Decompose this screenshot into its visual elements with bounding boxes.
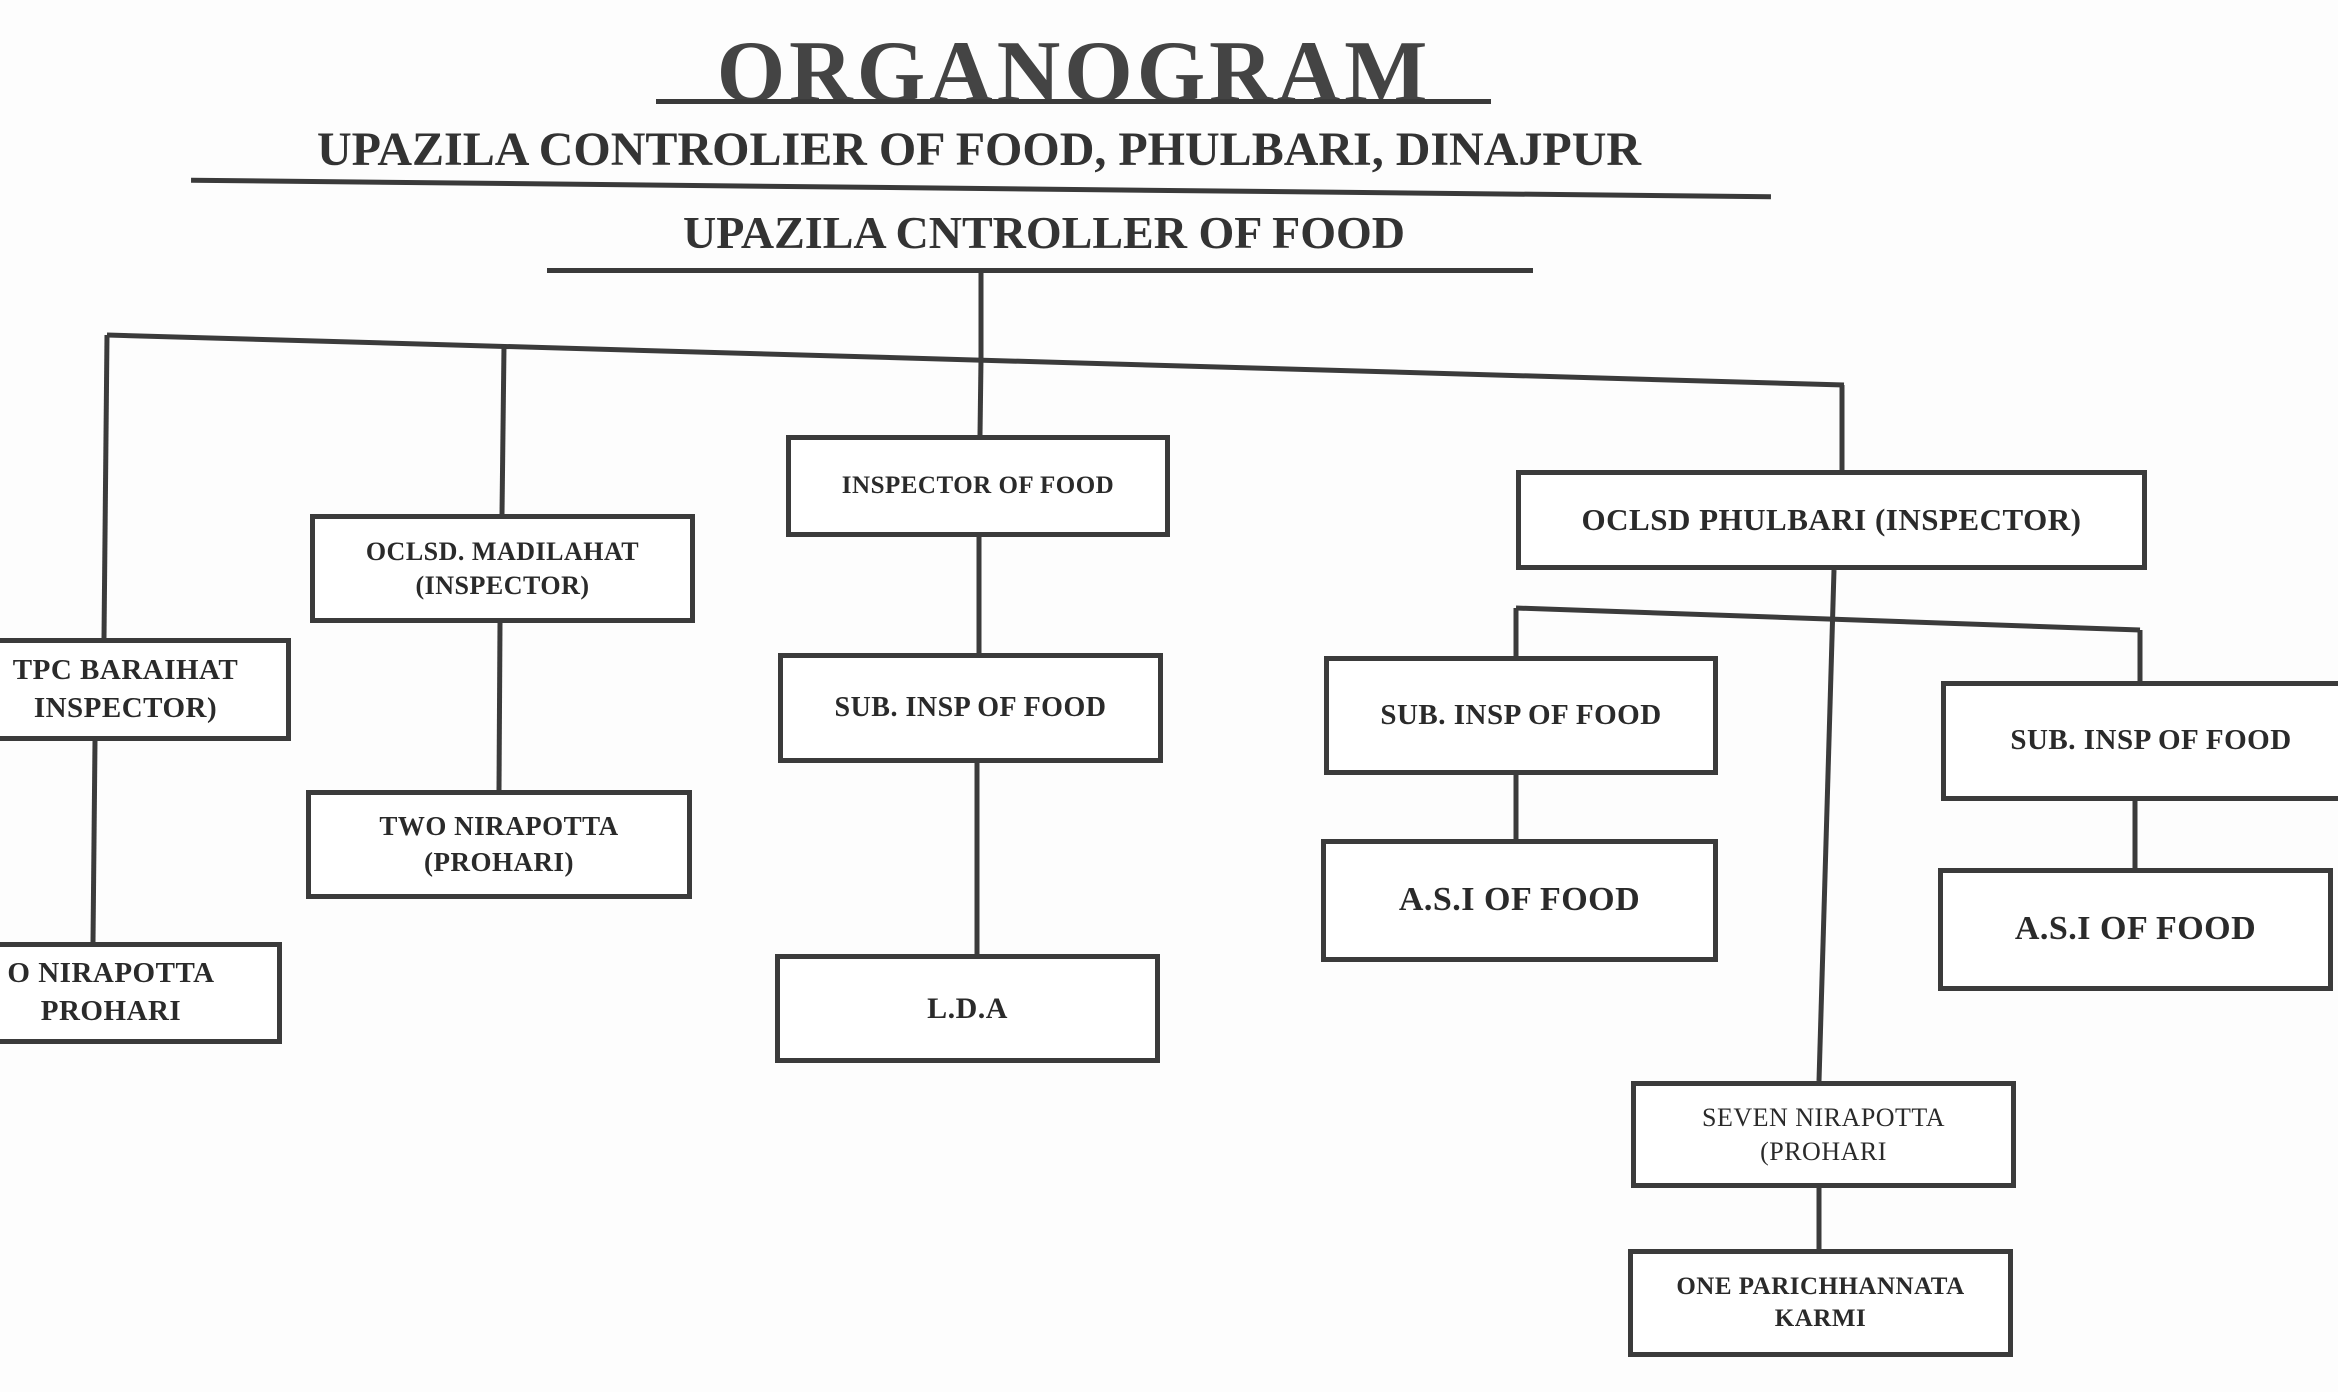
connector (106, 332, 1845, 388)
node-o-nirapotta: O NIRAPOTTA PROHARI (0, 942, 282, 1044)
node-two-nirapotta: TWO NIRAPOTTA (PROHARI) (306, 790, 692, 899)
node-sub-insp-center: SUB. INSP OF FOOD (778, 653, 1163, 763)
connector (977, 359, 984, 436)
node-sub-insp-right1: SUB. INSP OF FOOD (1324, 656, 1718, 775)
node-inspector-of-food: INSPECTOR OF FOOD (786, 435, 1170, 537)
office-subtitle: UPAZILA CONTROLIER OF FOOD, PHULBARI, DI… (316, 123, 1642, 176)
head-node-title: UPAZILA CNTROLLER OF FOOD (682, 207, 1405, 258)
connector (499, 345, 507, 515)
page-title: ORGANOGRAM (716, 24, 1432, 121)
node-sub-insp-right2: SUB. INSP OF FOOD (1941, 681, 2338, 801)
connector (1816, 569, 1837, 1082)
node-lda: L.D.A (775, 954, 1160, 1063)
node-tpc-baraihat: TPC BARAIHAT INSPECTOR) (0, 638, 291, 741)
connector (1515, 605, 2141, 633)
node-one-parichhannata: ONE PARICHHANNATA KARMI (1628, 1249, 2013, 1357)
node-asi-2: A.S.I OF FOOD (1938, 868, 2333, 991)
connector (496, 622, 503, 791)
node-asi-1: A.S.I OF FOOD (1321, 839, 1718, 962)
connector (90, 740, 98, 943)
connector (101, 334, 110, 639)
title-underline (656, 99, 1491, 104)
node-seven-nirapotta: SEVEN NIRAPOTTA (PROHARI (1631, 1081, 2016, 1188)
head-underline (547, 268, 1533, 273)
node-oclsd-phulbari: OCLSD PHULBARI (INSPECTOR) (1516, 470, 2147, 570)
node-oclsd-madilahat: OCLSD. MADILAHAT (INSPECTOR) (310, 514, 695, 623)
